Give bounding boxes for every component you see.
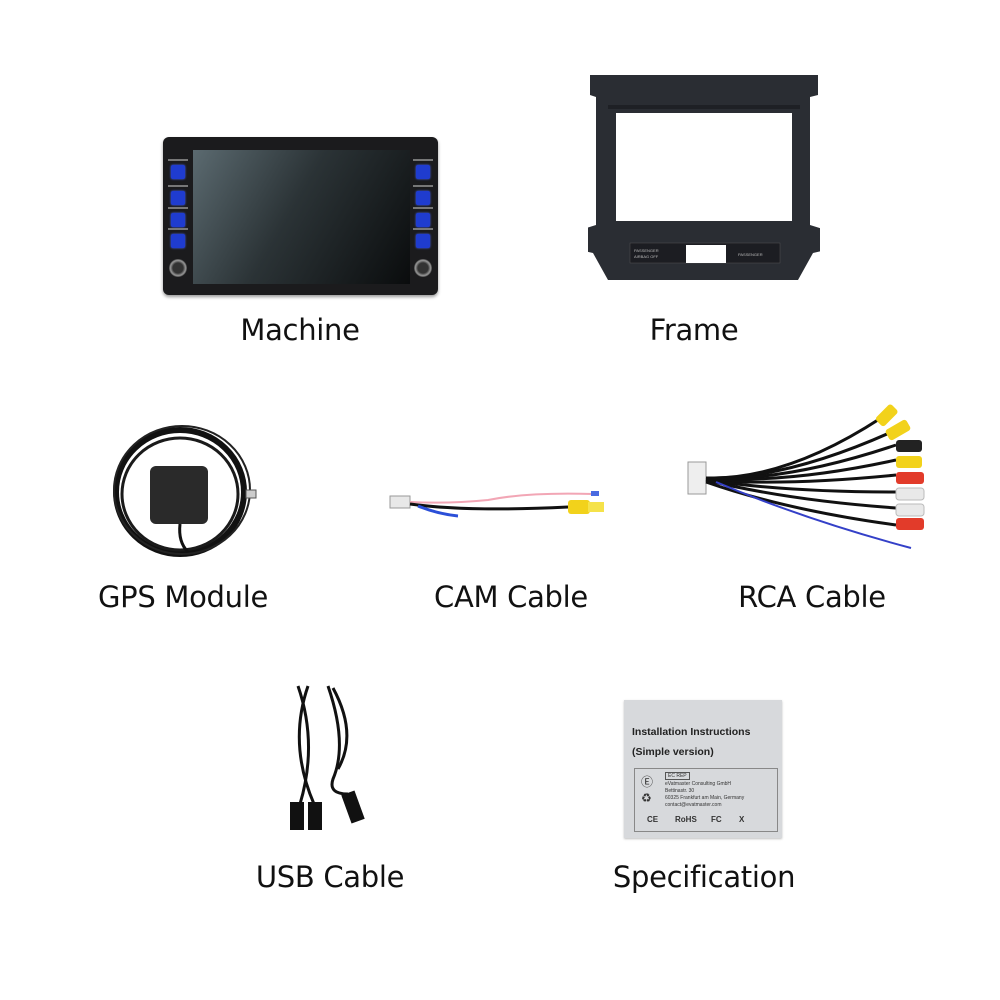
ec-rep-badge: EC REP: [665, 772, 690, 780]
specification-card: Installation Instructions (Simple versio…: [624, 700, 782, 838]
spec-info-box: EC REP eVatmaster Consulting GmbH Bettin…: [634, 768, 778, 832]
label-machine: Machine: [240, 313, 360, 347]
radio-icon: [171, 234, 185, 248]
fc-mark: FC: [711, 815, 722, 824]
volume-knob: [169, 259, 187, 277]
spec-city: 60325 Frankfurt am Main, Germany: [665, 795, 745, 801]
spec-street: Bettinastr. 30: [665, 788, 695, 794]
nav-icon: [171, 213, 185, 227]
ce-mark: CE: [647, 815, 659, 824]
rohs-mark: RoHS: [675, 815, 697, 824]
settings-icon: [416, 213, 430, 227]
frame-image: PASSENGER AIRBAG OFF PASSENGER: [580, 75, 826, 285]
weee-bin-icon: X: [739, 815, 745, 824]
mic-icon: [416, 191, 430, 205]
spec-company: eVatmaster Consulting GmbH: [665, 781, 732, 787]
spec-email: contact@evatmaster.com: [665, 802, 722, 808]
svg-text:PASSENGER: PASSENGER: [634, 248, 659, 253]
recycle-icon: ♻: [641, 791, 652, 805]
spec-title: Installation Instructions: [632, 726, 751, 738]
tune-knob: [414, 259, 432, 277]
touch-screen: [193, 150, 410, 284]
svg-text:AIRBAG OFF: AIRBAG OFF: [634, 254, 659, 259]
rca-cable-image: [686, 400, 941, 564]
ec-logo-icon: Ⓔ: [641, 775, 654, 789]
label-frame: Frame: [649, 313, 739, 347]
label-cam-cable: CAM Cable: [434, 580, 588, 614]
spec-subtitle: (Simple version): [632, 746, 714, 758]
head-unit: [163, 137, 438, 295]
music-icon: [416, 165, 430, 179]
cam-cable-image: [388, 482, 613, 531]
apps-icon: [416, 234, 430, 248]
home-icon: [171, 165, 185, 179]
label-rca-cable: RCA Cable: [738, 580, 886, 614]
label-specification: Specification: [612, 860, 796, 894]
back-icon: [171, 191, 185, 205]
usb-cable-image: [278, 684, 378, 843]
label-usb-cable: USB Cable: [255, 860, 405, 894]
label-gps-module: GPS Module: [97, 580, 269, 614]
svg-text:PASSENGER: PASSENGER: [738, 252, 763, 257]
gps-image: [108, 424, 258, 568]
